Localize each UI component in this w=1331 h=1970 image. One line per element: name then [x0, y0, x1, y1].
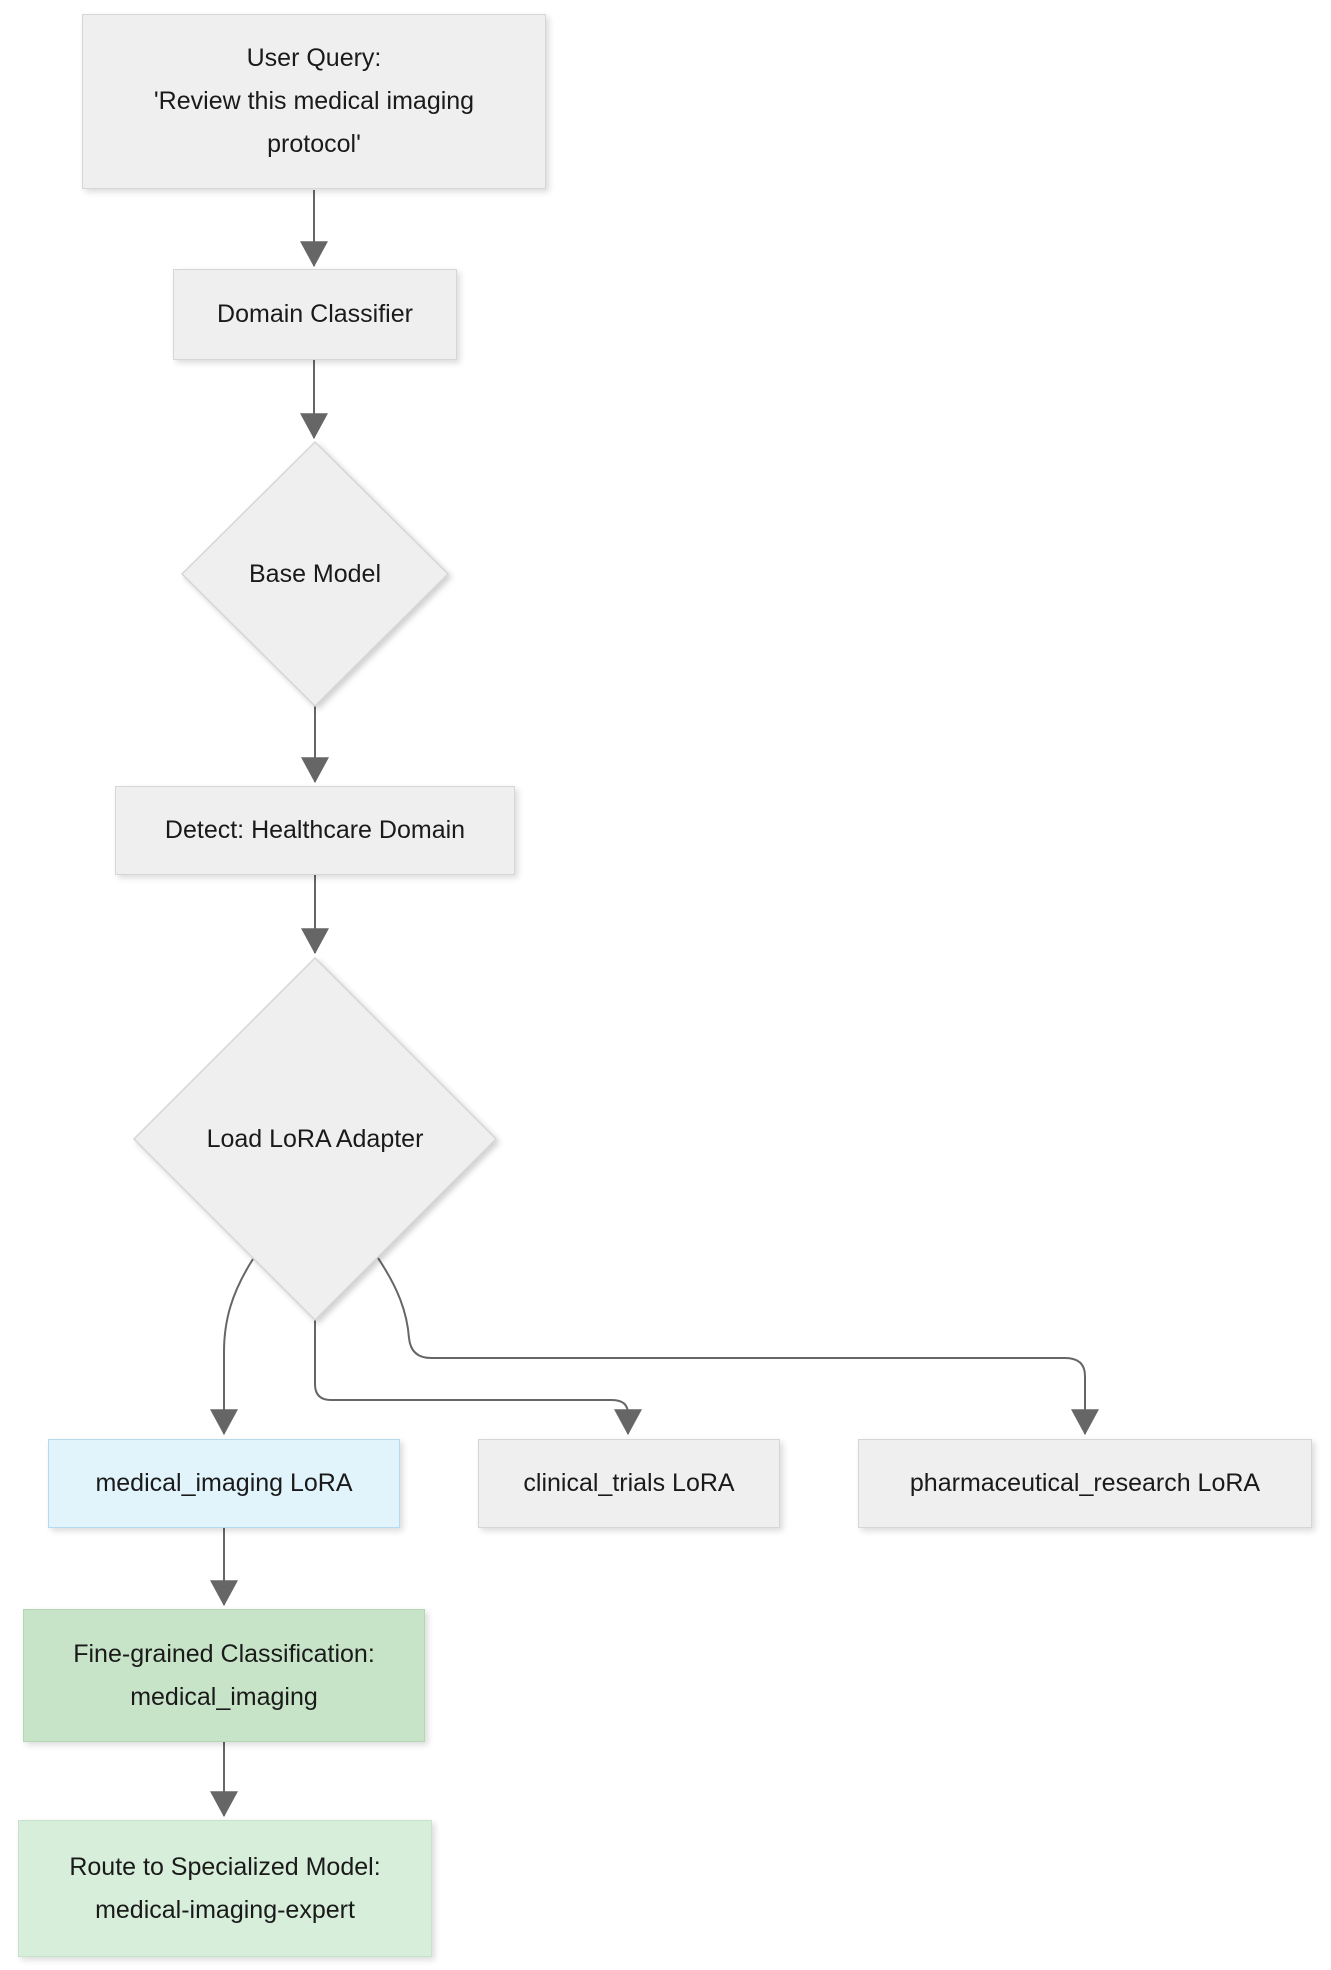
node-fine-grained-classification-line2: medical_imaging	[130, 1682, 318, 1711]
node-clinical-trials-lora-label: clinical_trials LoRA	[523, 1469, 735, 1497]
node-medical-imaging-lora: medical_imaging LoRA	[48, 1439, 400, 1528]
node-load-lora-adapter-label: Load LoRA Adapter	[206, 1124, 424, 1153]
edge-load-lora-adapter-to-pharmaceutical-research-lora	[377, 1257, 1099, 1436]
node-route-to-specialized-model: Route to Specialized Model: medical-imag…	[18, 1820, 432, 1957]
node-detect-domain: Detect: Healthcare Domain	[115, 786, 515, 875]
node-user-query-line2: 'Review this medical imaging	[153, 87, 475, 115]
node-pharmaceutical-research-lora: pharmaceutical_research LoRA	[858, 1439, 1312, 1528]
node-clinical-trials-lora: clinical_trials LoRA	[478, 1439, 780, 1528]
node-user-query: User Query: 'Review this medical imaging…	[82, 14, 546, 189]
node-base-model-diamond	[180, 440, 450, 708]
node-route-to-specialized-model-line1: Route to Specialized Model:	[69, 1852, 381, 1881]
node-domain-classifier-label: Domain Classifier	[217, 300, 413, 328]
node-medical-imaging-lora-label: medical_imaging LoRA	[95, 1469, 353, 1497]
node-detect-domain-label: Detect: Healthcare Domain	[164, 816, 466, 844]
node-fine-grained-classification-line1: Fine-grained Classification:	[73, 1639, 375, 1668]
node-user-query-line1: User Query:	[246, 44, 382, 72]
node-domain-classifier: Domain Classifier	[173, 269, 457, 360]
node-route-to-specialized-model-line2: medical-imaging-expert	[95, 1895, 355, 1924]
node-fine-grained-classification: Fine-grained Classification: medical_ima…	[23, 1609, 425, 1742]
node-pharmaceutical-research-lora-label: pharmaceutical_research LoRA	[909, 1469, 1261, 1497]
edge-load-lora-adapter-to-clinical-trials-lora	[314, 1320, 642, 1436]
node-user-query-line3: protocol'	[267, 130, 361, 158]
edge-load-lora-adapter-to-medical-imaging-lora	[210, 1258, 254, 1436]
node-base-model-label: Base Model	[248, 559, 382, 588]
node-load-lora-adapter-diamond	[132, 956, 498, 1322]
